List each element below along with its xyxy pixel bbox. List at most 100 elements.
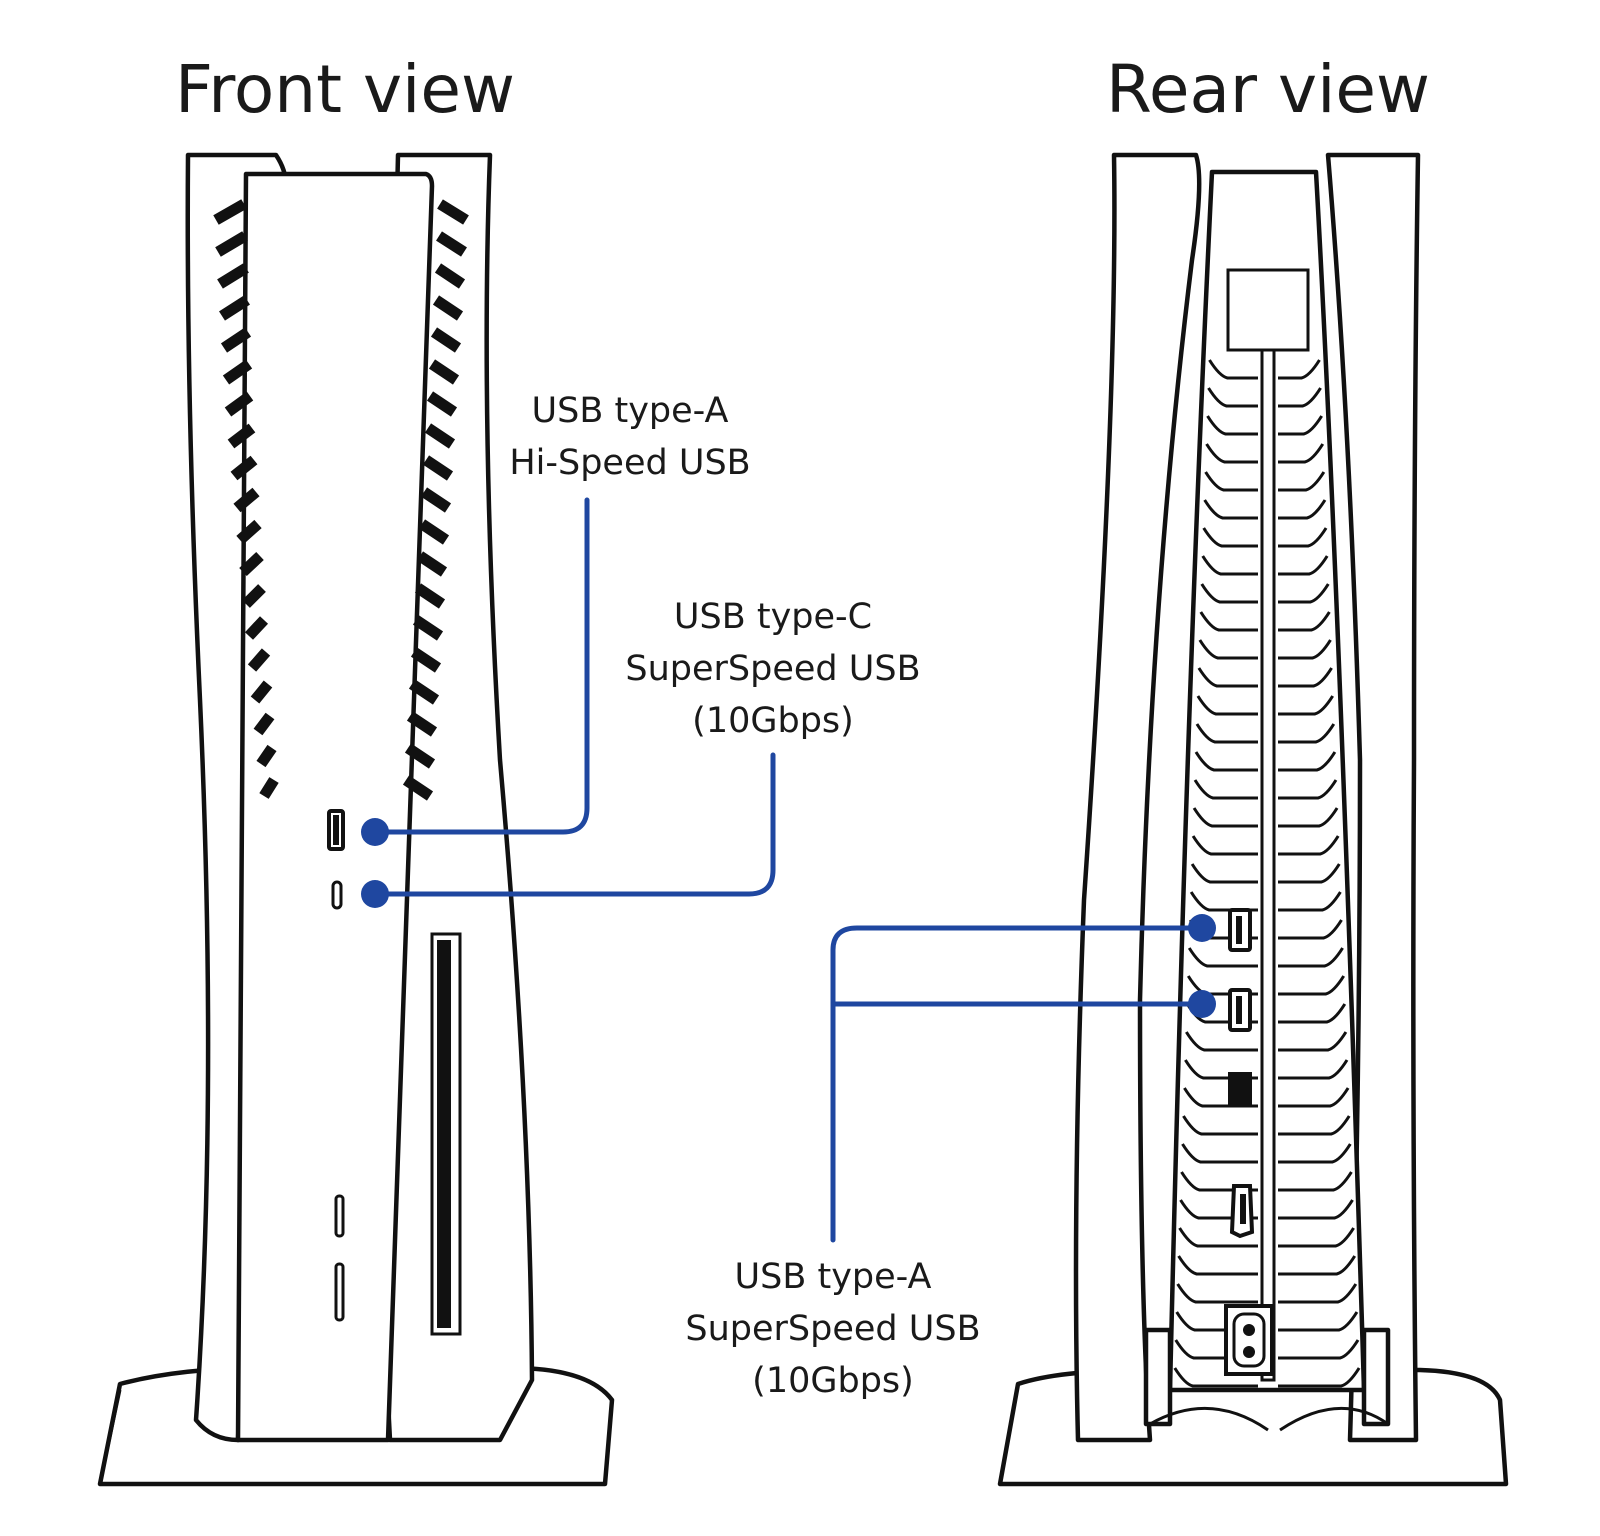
rear-vent-fin [1278,1059,1349,1080]
rear-vent-fin [1278,1227,1355,1248]
rear-vent-fin [1278,667,1333,688]
rear-vent-fin [1180,1171,1258,1192]
svg-text:USB type-A: USB type-A [532,391,729,431]
rear-vent-fin [1278,947,1344,968]
rear-vent-fin [1278,779,1338,800]
rear-vent-fin [1204,471,1258,492]
rear-vent-fin [1205,443,1258,464]
rear-vent-fin [1177,1255,1258,1276]
rear-vent-fin [1184,1059,1258,1080]
rear-vent-fin [1198,639,1258,660]
rear-vent-fin [1181,1143,1258,1164]
front-power-button [334,1194,345,1238]
rear-vent-fin [1201,555,1258,576]
rear-vent-fin [1278,1311,1359,1332]
svg-text:SuperSpeed USB: SuperSpeed USB [685,1309,980,1349]
rear-vent-fin [1178,1227,1258,1248]
front-left-vent-stripes [213,199,279,799]
svg-text:(10Gbps): (10Gbps) [752,1361,914,1401]
svg-text:(10Gbps): (10Gbps) [692,701,854,741]
rear-vent-fin [1278,471,1326,492]
rear-vent-fin [1278,1367,1361,1388]
rear-usb-a-label: USB type-A SuperSpeed USB (10Gbps) [685,1257,980,1401]
rear-vent-fin [1207,387,1258,408]
rear-vent-fin [1278,583,1330,604]
rear-vent-fin [1175,1311,1258,1332]
rear-vent-fin [1183,1087,1258,1108]
rear-vent-fin [1278,919,1343,940]
rear-vent-fin [1278,611,1331,632]
rear-vent-fins [1173,359,1361,1388]
rear-vent-fin [1203,499,1258,520]
rear-vent-fin [1278,1283,1358,1304]
rear-vent-fin [1278,807,1339,828]
rear-vent-fin [1196,695,1258,716]
rear-vent-fin [1278,1003,1347,1024]
rear-vent-fin [1278,1087,1350,1108]
rear-vent-fin [1190,863,1258,884]
rear-vent-fin [1193,779,1258,800]
rear-vent-fin [1202,527,1258,548]
rear-console [997,152,1509,1487]
rear-vent-fin [1174,1339,1258,1360]
rear-vent-fin [1195,723,1258,744]
rear-vent-fin [1192,807,1258,828]
front-usb-c-label: USB type-C SuperSpeed USB (10Gbps) [625,597,920,741]
rear-vent-fin [1194,751,1258,772]
rear-view-heading: Rear view [1106,51,1430,128]
rear-vent-fin [1187,947,1258,968]
rear-vent-fin [1278,1339,1360,1360]
rear-vent-fin [1182,1115,1258,1136]
svg-text:USB type-C: USB type-C [674,597,872,637]
rear-vent-fin [1206,415,1258,436]
front-usb-a-label: USB type-A Hi-Speed USB [509,391,750,483]
front-usb-c-port [331,880,343,910]
svg-text:Hi-Speed USB: Hi-Speed USB [509,443,750,483]
rear-ac-power-port [1224,1304,1274,1376]
svg-text:USB type-A: USB type-A [735,1257,932,1297]
rear-vent-fin [1278,1255,1357,1276]
svg-text:SuperSpeed USB: SuperSpeed USB [625,649,920,689]
front-view-heading: Front view [175,51,515,128]
rear-vent-fin [1278,443,1325,464]
rear-vent-fin [1278,891,1342,912]
rear-vent-fin [1278,499,1327,520]
rear-vent-fin [1278,527,1328,548]
rear-vent-fin [1189,891,1258,912]
rear-right-cover [1325,152,1421,1443]
rear-vent-fin [1278,387,1322,408]
rear-vent-fin [1278,1115,1351,1136]
rear-vent-fin [1278,555,1329,576]
rear-vent-fin [1278,863,1341,884]
rear-vent-fin [1278,639,1332,660]
rear-vent-fin [1278,1143,1352,1164]
rear-vent-fin [1278,723,1336,744]
rear-vent-fin [1185,1031,1258,1052]
front-console [97,152,615,1487]
rear-vent-fin [1278,975,1345,996]
rear-ethernet-port [1228,1072,1252,1106]
front-eject-button [334,1262,345,1322]
front-usb-a-callout-line [361,497,590,846]
rear-vent-fin [1278,751,1337,772]
rear-vent-fin [1200,583,1258,604]
rear-vent-fin [1191,835,1258,856]
rear-vent-fin [1278,1171,1353,1192]
front-usb-c-callout-line [361,752,776,908]
rear-vent-fin [1208,359,1258,380]
rear-usb-a-callout-line [830,914,1216,1243]
rear-vent-fin [1173,1367,1258,1388]
rear-vent-fin [1176,1283,1258,1304]
front-right-vent-stripes [402,199,469,801]
rear-vent-fin [1199,611,1258,632]
front-center-body [235,171,435,1443]
rear-vent-fin [1278,1031,1348,1052]
rear-vent-fin [1179,1199,1258,1220]
rear-vent-fin [1278,359,1321,380]
rear-vent-fin [1278,695,1334,716]
rear-vent-fin [1197,667,1258,688]
rear-vent-fin [1278,415,1323,436]
rear-vent-fin [1278,1199,1354,1220]
rear-vent-fin [1278,835,1340,856]
